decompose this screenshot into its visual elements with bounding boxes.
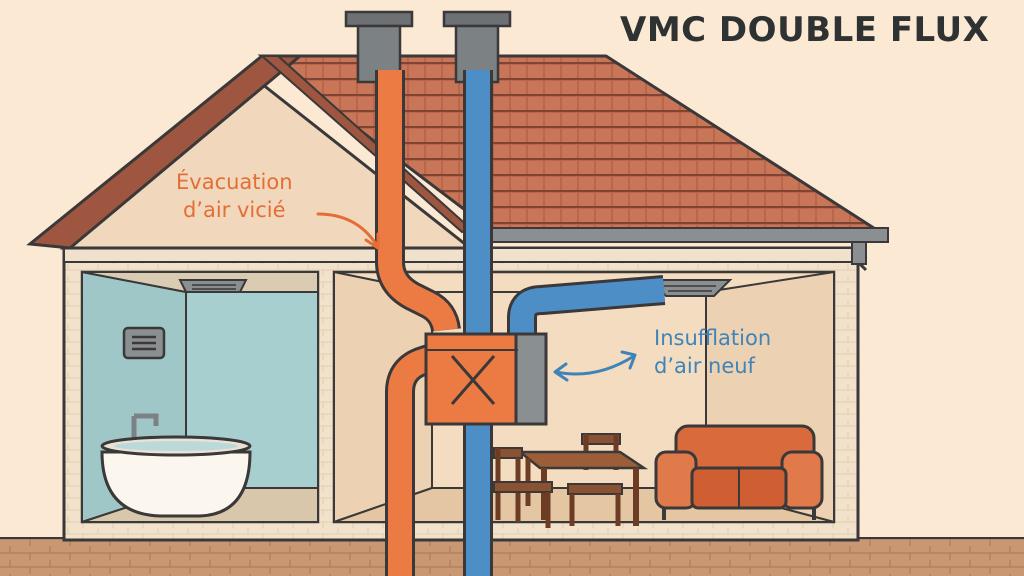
ceiling-vent-icon: [178, 279, 248, 293]
exhaust-label: Évacuation d’air vicié: [176, 168, 293, 224]
heat-recovery-unit-icon: [424, 332, 548, 426]
double-arrow-icon: [553, 350, 637, 382]
diagram-title: VMC DOUBLE FLUX: [620, 10, 990, 50]
foundation: [0, 537, 1024, 576]
sofa-icon: [654, 424, 824, 520]
bathroom: [80, 270, 320, 524]
exhaust-label-line-1: Évacuation: [176, 170, 293, 194]
chair-icon: [567, 483, 623, 526]
curved-arrow-icon: [316, 212, 380, 250]
bathtub-icon: [100, 413, 252, 518]
dining-table-icon: [516, 450, 649, 526]
bathroom-vent-icon: [122, 326, 166, 360]
supply-duct: [463, 70, 666, 576]
exhaust-duct: [375, 70, 461, 576]
supply-label: Insufflation d’air neuf: [654, 324, 771, 380]
chair-icon: [493, 447, 553, 528]
exhaust-label-line-2: d’air vicié: [182, 198, 286, 222]
supply-label-line-2: d’air neuf: [654, 354, 755, 378]
supply-label-line-1: Insufflation: [654, 326, 772, 350]
roof: [26, 54, 889, 272]
